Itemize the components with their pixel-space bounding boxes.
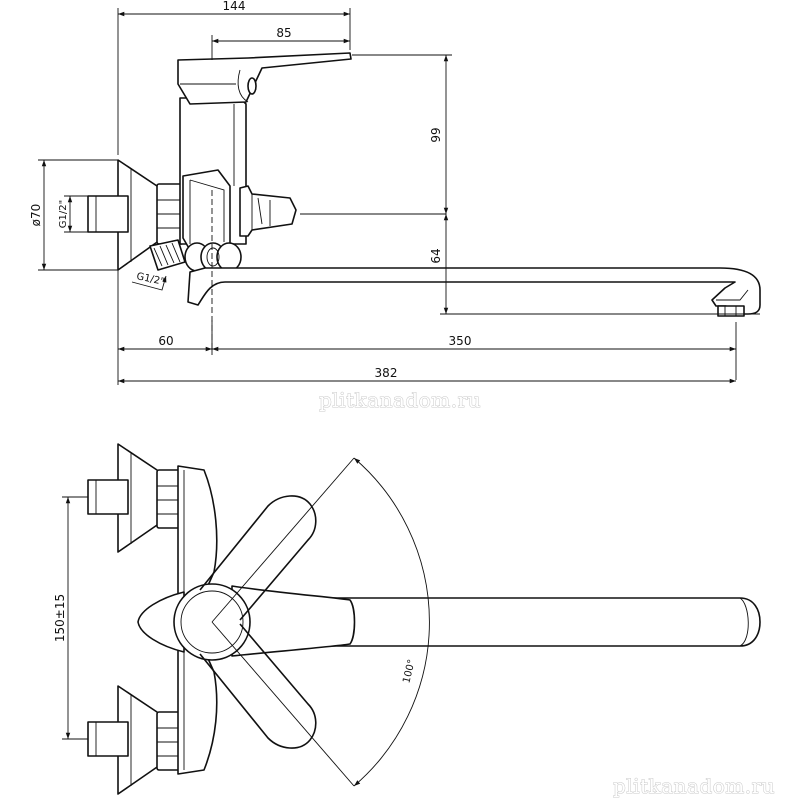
rotation-arc [353,457,430,787]
inlet-pipe [87,195,129,233]
dim-axis-to-spout: 64 [429,248,443,263]
dim-lever-to-axis: 99 [429,127,443,142]
top-spout [299,597,761,647]
dim-total-length: 382 [375,366,398,380]
lever-rotated-up [199,495,317,621]
watermark-middle: plitkanadom.ru [319,388,481,412]
dim-wall-offset: 60 [158,334,173,348]
spout [187,267,761,315]
watermark-bottom: plitkanadom.ru [613,774,775,798]
dim-lever-rotation: 100° [401,658,418,684]
dim-connector-thread: G1/2" [135,271,165,288]
dim-inlet-spacing: 150±15 [53,594,67,642]
cartridge-knob [239,185,297,237]
dim-overall-height: 144 [223,0,246,13]
dim-lever-height: 85 [276,26,291,40]
side-dimensions: 144 85 99 64 ø70 G1/2" G1/2" 60 350 [29,0,760,385]
dim-spout-reach: 350 [449,334,472,348]
lever-rotated-down [199,623,317,749]
lever-handle [177,52,352,105]
lower-inlet [87,685,182,795]
top-body-wing [137,591,185,653]
swivel-ring [184,242,242,272]
dim-flange-diameter: ø70 [29,204,43,227]
side-view [87,52,761,380]
upper-inlet [87,443,182,553]
dim-inlet-thread: G1/2" [58,200,69,228]
top-view: 100° 150±15 [53,443,761,795]
